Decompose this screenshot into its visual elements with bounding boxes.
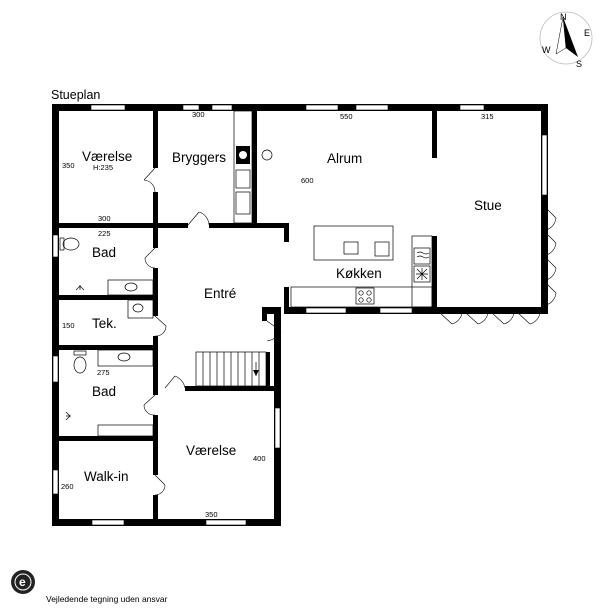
compass-e-label: E (584, 28, 590, 38)
dim-600: 600 (301, 176, 314, 185)
windows (52, 104, 548, 526)
plan-title: Stueplan (51, 88, 100, 102)
dim-225: 225 (98, 229, 111, 238)
dim-400: 400 (253, 454, 266, 463)
dim-315: 315 (481, 112, 494, 121)
dim-275: 275 (97, 368, 110, 377)
disclaimer-text: Vejledende tegning uden ansvar (46, 594, 168, 604)
dim-300-top: 300 (192, 110, 205, 119)
room-height-label: H:235 (93, 163, 113, 172)
room-label-bryggers: Bryggers (172, 150, 226, 165)
toilet-icon-2 (73, 356, 87, 374)
interior-walls (52, 104, 437, 526)
compass-n-label: N (560, 12, 567, 22)
compass-s-label: S (576, 59, 582, 69)
dim-150: 150 (62, 321, 75, 330)
room-label-alrum: Alrum (327, 151, 362, 166)
drain-icon (261, 149, 273, 161)
kitchen-island (313, 225, 394, 261)
room-label-entre: Entré (204, 286, 236, 301)
room-label-koekken: Køkken (336, 266, 382, 281)
dimension-labels: 300 550 315 350 600 300 225 150 275 400 … (61, 110, 494, 519)
compass-rose: N E S W (539, 11, 593, 69)
toilet-icon (62, 237, 80, 251)
doors (143, 167, 557, 496)
stove-icon (355, 287, 375, 305)
room-labels: Værelse H:235 Bryggers Alrum Stue Bad Kø… (82, 149, 502, 484)
brand-logo-letter: e (19, 575, 26, 589)
footer: e Vejledende tegning uden ansvar (11, 570, 168, 604)
dim-350-bottom: 350 (205, 510, 218, 519)
room-label-vaerelse-top: Værelse (82, 149, 132, 164)
room-label-bad-top: Bad (92, 245, 116, 260)
room-label-walk-in: Walk-in (84, 469, 129, 484)
room-label-bad-bottom: Bad (92, 384, 116, 399)
dim-260: 260 (61, 482, 74, 491)
room-label-tek: Tek. (92, 316, 117, 331)
dim-350-left: 350 (62, 161, 75, 170)
fixtures (59, 110, 433, 437)
staircase (195, 351, 267, 387)
exterior-walls (52, 104, 548, 526)
compass-w-label: W (542, 45, 551, 55)
dim-550: 550 (340, 112, 353, 121)
dim-300-mid: 300 (98, 214, 111, 223)
room-label-vaerelse-bottom: Værelse (186, 443, 236, 458)
room-label-stue: Stue (474, 198, 502, 213)
